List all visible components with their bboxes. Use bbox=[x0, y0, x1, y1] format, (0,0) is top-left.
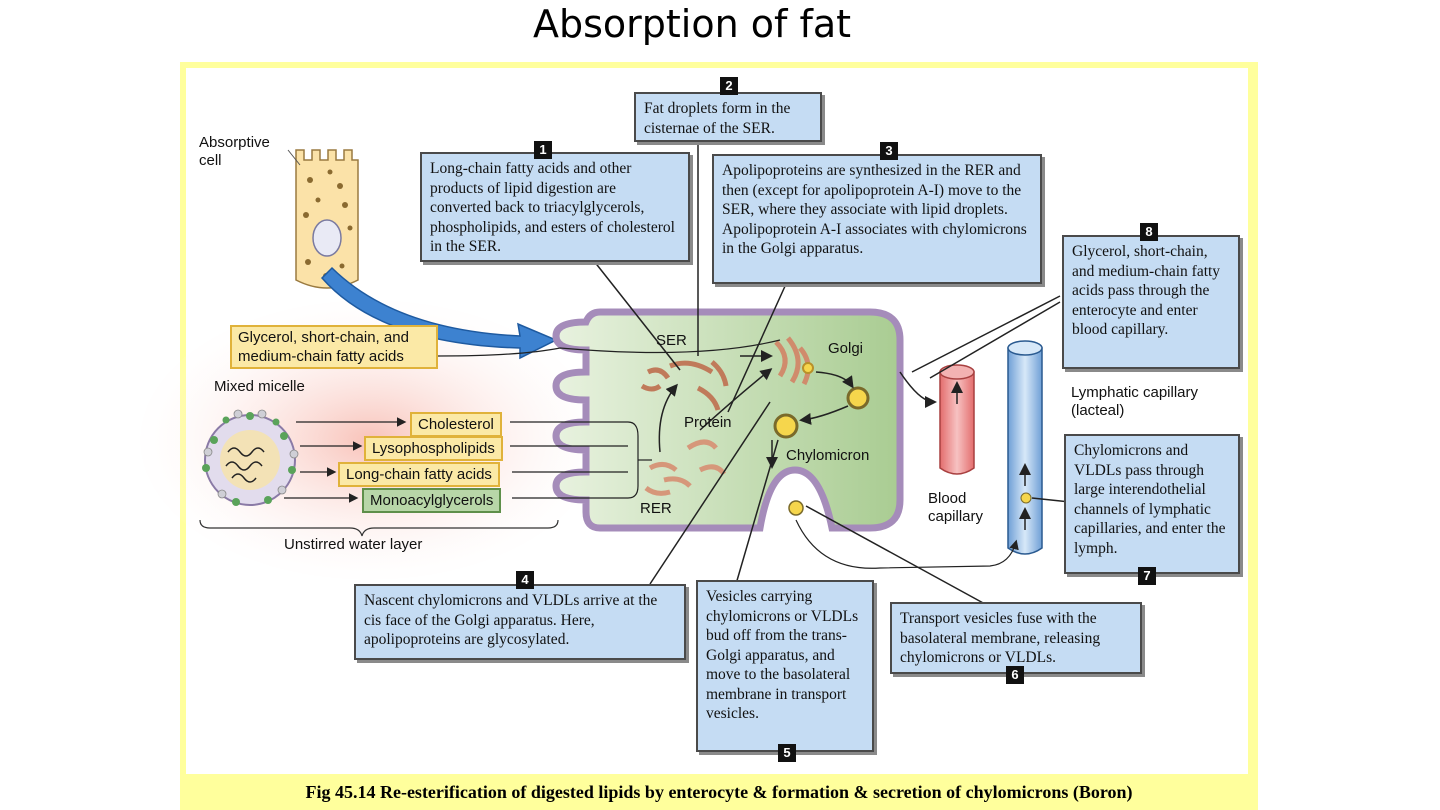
cholesterol-label: Cholesterol bbox=[410, 412, 502, 437]
figure-caption: Fig 45.14 Re-esterification of digested … bbox=[305, 782, 1133, 802]
step-2-text: Fat droplets form in the cisternae of th… bbox=[644, 100, 791, 137]
rer-organelle bbox=[644, 439, 727, 496]
step-5-callout: Vesicles carrying chylomicrons or VLDLs … bbox=[696, 580, 874, 752]
glycerol-label: Glycerol, short-chain, and medium-chain … bbox=[230, 325, 438, 369]
unstirred-label: Unstirred water layer bbox=[284, 536, 423, 553]
step-1-callout: Long-chain fatty acids and other product… bbox=[420, 152, 690, 262]
absorptive-cell-icon bbox=[287, 149, 359, 289]
step-7-number: 7 bbox=[1138, 567, 1156, 585]
lymphatic-capillary-icon bbox=[1007, 340, 1043, 555]
monoacylglycerols-label: Monoacylglycerols bbox=[362, 488, 502, 513]
released-chylomicron bbox=[788, 500, 804, 516]
vesicle-golgi bbox=[846, 386, 870, 410]
step-8-text: Glycerol, short-chain, and medium-chain … bbox=[1072, 243, 1221, 338]
zoom-arrow bbox=[320, 266, 558, 360]
absorptive-cell-label: Absorptive cell bbox=[199, 134, 270, 169]
rer-label: RER bbox=[640, 500, 672, 517]
lymphatic-capillary-label: Lymphatic capillary (lacteal) bbox=[1071, 384, 1198, 419]
step-4-number: 4 bbox=[516, 571, 534, 589]
step-6-number: 6 bbox=[1006, 666, 1024, 684]
blood-capillary-icon bbox=[939, 364, 975, 475]
ser-label: SER bbox=[656, 332, 687, 349]
step-8-number: 8 bbox=[1140, 223, 1158, 241]
step-5-number: 5 bbox=[778, 744, 796, 762]
protein-label: Protein bbox=[684, 414, 732, 431]
step-1-number: 1 bbox=[534, 141, 552, 159]
step-6-text: Transport vesicles fuse with the basolat… bbox=[900, 610, 1101, 666]
step-2-number: 2 bbox=[720, 77, 738, 95]
step-3-number: 3 bbox=[880, 142, 898, 160]
step-7-callout: Chylomicrons and VLDLs pass through larg… bbox=[1064, 434, 1240, 574]
lysophospholipids-label: Lysophospholipids bbox=[364, 436, 503, 461]
unstirred-brace bbox=[199, 519, 559, 537]
step-4-text: Nascent chylomicrons and VLDLs arrive at… bbox=[364, 592, 658, 648]
step-6-callout: Transport vesicles fuse with the basolat… bbox=[890, 602, 1142, 674]
mixed-micelle-label: Mixed micelle bbox=[214, 378, 305, 395]
mixed-micelle-icon bbox=[202, 409, 299, 506]
step-4-callout: Nascent chylomicrons and VLDLs arrive at… bbox=[354, 584, 686, 660]
chylomicron-label: Chylomicron bbox=[786, 447, 870, 464]
step-3-text: Apolipoproteins are synthesized in the R… bbox=[722, 162, 1027, 257]
step-5-text: Vesicles carrying chylomicrons or VLDLs … bbox=[706, 588, 859, 722]
ser-organelle bbox=[640, 360, 729, 411]
slide-title: Absorption of fat bbox=[532, 2, 852, 46]
long-chain-label: Long-chain fatty acids bbox=[338, 462, 500, 487]
chylomicron-vesicle bbox=[773, 413, 799, 439]
golgi-organelle bbox=[774, 336, 814, 386]
step-2-callout: Fat droplets form in the cisternae of th… bbox=[634, 92, 822, 142]
step-8-callout: Glycerol, short-chain, and medium-chain … bbox=[1062, 235, 1240, 369]
blood-capillary-label: Blood capillary bbox=[928, 490, 984, 525]
step-7-text: Chylomicrons and VLDLs pass through larg… bbox=[1074, 442, 1226, 557]
golgi-label: Golgi bbox=[828, 340, 864, 357]
step-1-text: Long-chain fatty acids and other product… bbox=[430, 160, 675, 255]
step-3-callout: Apolipoproteins are synthesized in the R… bbox=[712, 154, 1042, 284]
